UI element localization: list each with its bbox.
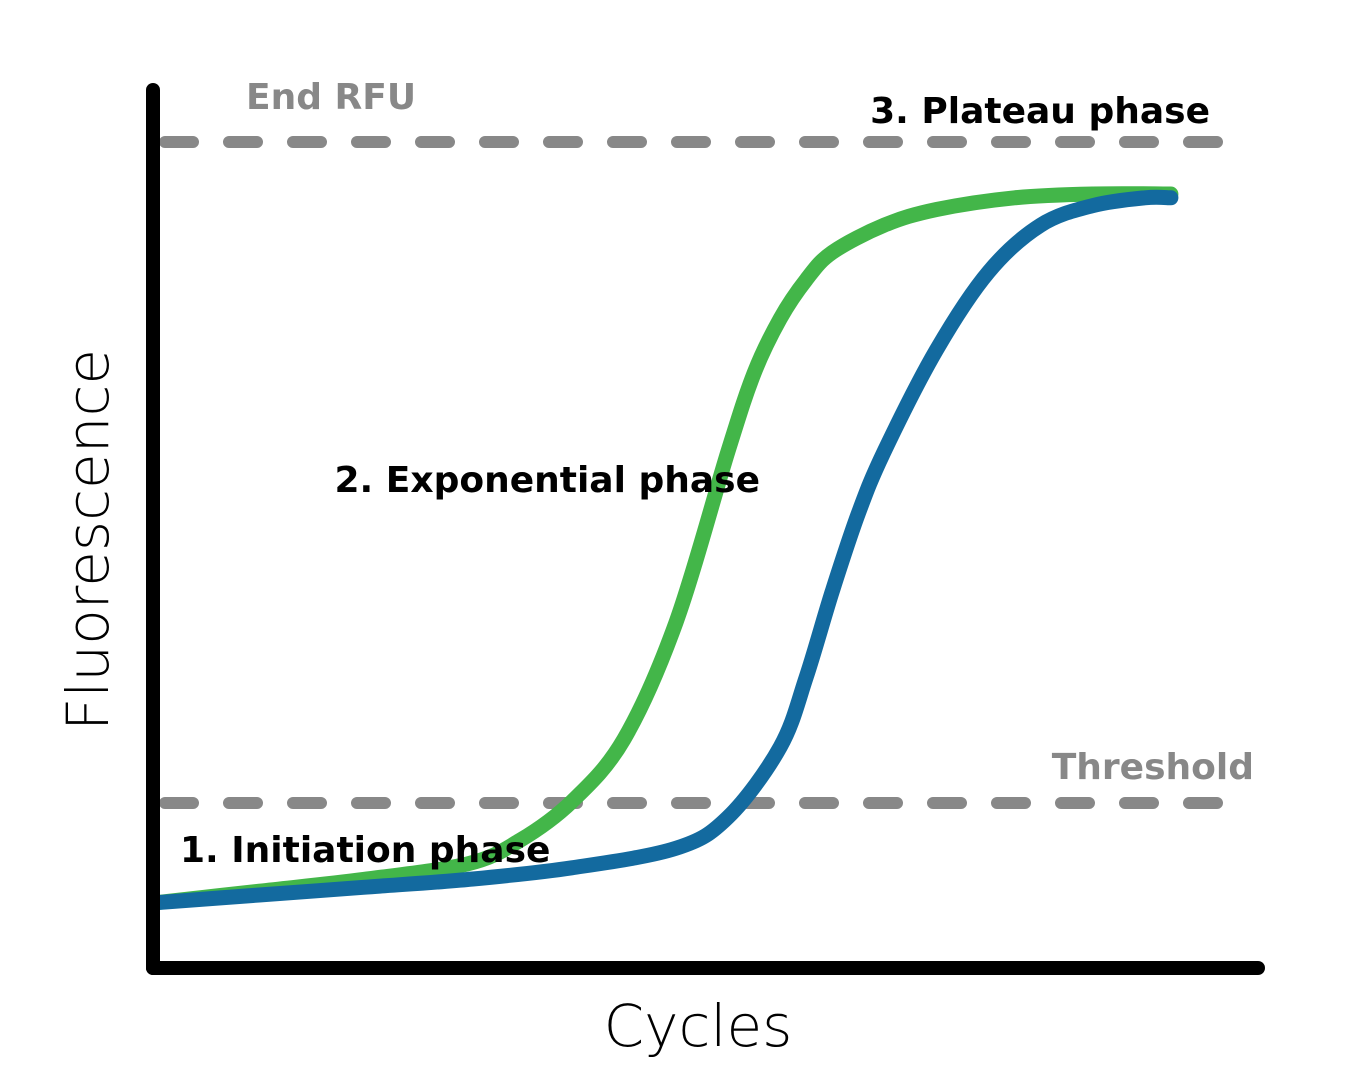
series-line-green <box>147 186 1179 911</box>
end-rfu-label: End RFU <box>246 77 416 118</box>
threshold-label: Threshold <box>1052 747 1254 788</box>
exponential-phase-label: 2. Exponential phase <box>335 460 761 501</box>
series-line-blue <box>147 189 1179 911</box>
plateau-phase-label: 3. Plateau phase <box>870 91 1210 132</box>
x-axis-title: Cycles <box>604 992 793 1060</box>
initiation-phase-label: 1. Initiation phase <box>180 830 550 871</box>
reference-lines <box>159 136 1256 809</box>
y-axis-title: Fluorescence <box>54 349 122 731</box>
series-layer <box>147 186 1179 911</box>
